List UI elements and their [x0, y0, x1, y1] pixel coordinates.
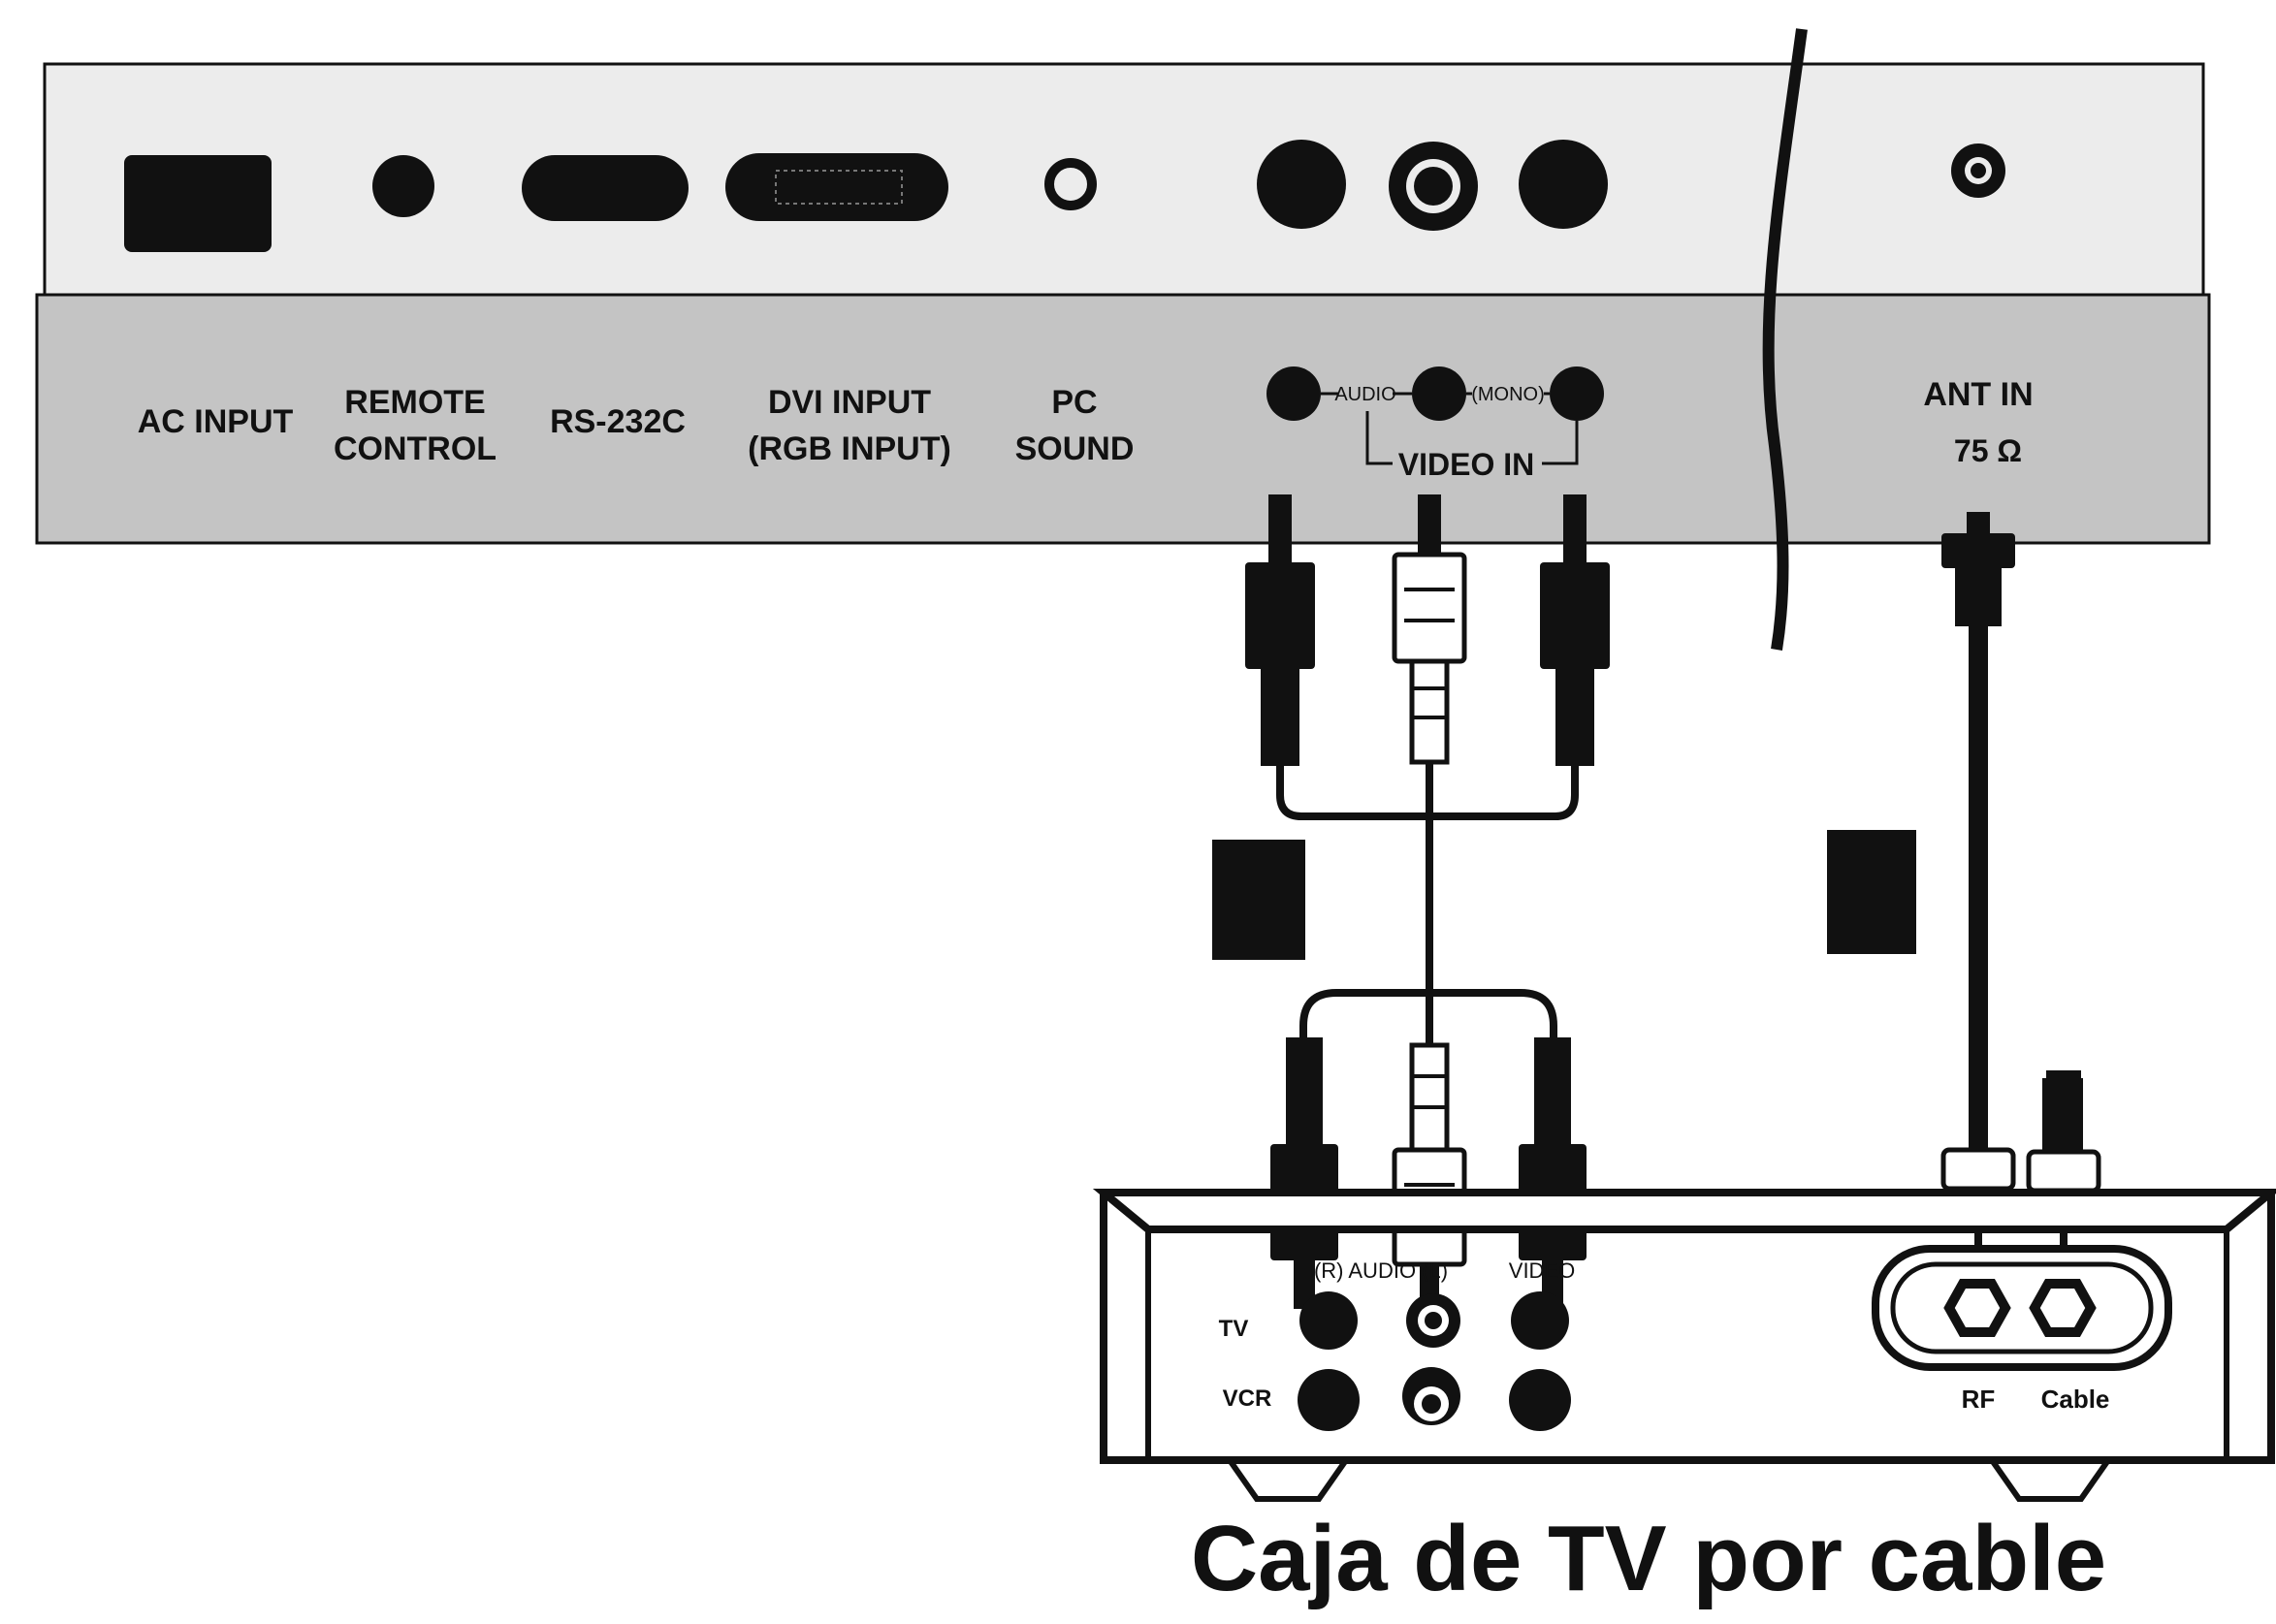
diagram-caption: Caja de TV por cable [1190, 1507, 2107, 1610]
ac-input-socket [124, 155, 272, 252]
rf-label: RF [1962, 1385, 1996, 1414]
cable-terminal [2029, 1279, 2097, 1337]
video-in-label: VIDEO IN [1398, 447, 1534, 482]
rs232c-connector [522, 155, 689, 221]
upper-plug-video [1540, 494, 1610, 766]
tv-rear-panel: AC INPUT REMOTE CONTROL RS-232C DVI INPU… [35, 28, 2211, 651]
ant-in-label-1: ANT IN [1923, 376, 2033, 413]
box-vcr-row-label: VCR [1223, 1385, 1272, 1412]
audio-mono-jack [1389, 142, 1478, 231]
cable-box: (R) AUDIO (L) VIDEO TV VCR [1092, 1189, 2276, 1502]
dvi-input-label-1: DVI INPUT [768, 384, 931, 421]
step-marker-2 [1827, 830, 1916, 954]
panel-label-strip [35, 293, 2211, 545]
pc-sound-label-1: PC [1051, 384, 1097, 421]
box-vcr-video-jack [1509, 1369, 1571, 1431]
video-in-label-group: AUDIO (MONO) VIDEO IN [1266, 366, 1604, 482]
audio-label: AUDIO [1334, 384, 1395, 405]
ant-in-connector [1951, 143, 2005, 198]
remote-control-label-2: CONTROL [334, 430, 497, 467]
box-tv-row-label: TV [1219, 1316, 1249, 1342]
panel-top-strip [43, 62, 2205, 297]
pc-sound-jack [1044, 158, 1097, 210]
box-tv-audio-r-jack [1299, 1291, 1358, 1350]
box-audio-label: (R) AUDIO (L) [1314, 1258, 1448, 1283]
box-vcr-audio-l-jack [1402, 1367, 1460, 1425]
cable-label: Cable [2041, 1385, 2110, 1414]
step-marker-1 [1212, 840, 1305, 960]
rf-terminal [1943, 1279, 2011, 1337]
rf-cable [1940, 512, 2016, 1290]
ac-input-label: AC INPUT [138, 403, 294, 440]
rf-cable-terminal-plate [1872, 1245, 2172, 1371]
dvi-input-label-2: (RGB INPUT) [748, 430, 951, 467]
pc-sound-label-2: SOUND [1015, 430, 1135, 467]
box-video-label: VIDEO [1509, 1258, 1575, 1283]
mono-label: (MONO) [1471, 384, 1545, 405]
ant-in-label-2: 75 Ω [1954, 433, 2022, 468]
box-tv-video-jack [1511, 1291, 1569, 1350]
remote-control-jack [372, 155, 434, 217]
dvi-connector [725, 153, 948, 221]
audio-r-jack [1257, 140, 1346, 229]
upper-plug-audio-r [1245, 494, 1315, 766]
box-vcr-audio-r-jack [1298, 1369, 1360, 1431]
rs232c-label: RS-232C [550, 403, 686, 440]
remote-control-label-1: REMOTE [344, 384, 485, 421]
video-in-jack [1519, 140, 1608, 229]
upper-plug-audio-l [1392, 494, 1467, 765]
panel-break-line [1762, 28, 1808, 651]
box-tv-audio-l-jack [1406, 1293, 1460, 1348]
